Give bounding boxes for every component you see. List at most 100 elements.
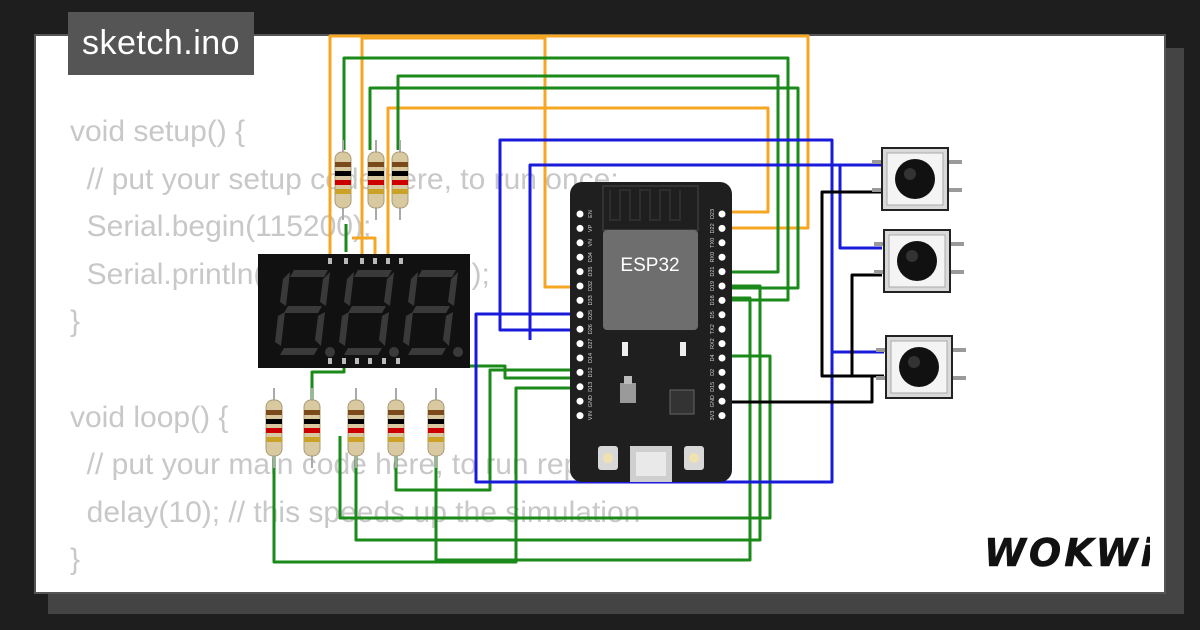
resistor[interactable] [427,388,445,468]
left-pin[interactable] [576,282,584,290]
left-pin[interactable] [576,397,584,405]
wire[interactable] [528,163,882,340]
left-pin-label: D33 [588,295,594,305]
left-pin[interactable] [576,340,584,348]
right-pin[interactable] [718,397,726,405]
left-pin-label: D34 [588,252,594,262]
left-pin[interactable] [576,253,584,261]
segment [280,272,290,306]
esp32-board[interactable]: ESP32 ENVPVND34D35D32D33D25D26D27D14D12D… [570,182,732,482]
push-button[interactable] [876,335,966,399]
left-pin[interactable] [576,383,584,391]
left-pin[interactable] [576,412,584,420]
right-pin[interactable] [718,268,726,276]
left-pin-label: D14 [588,353,594,363]
resistor[interactable] [303,388,321,468]
right-pin[interactable] [718,296,726,304]
right-pin[interactable] [718,340,726,348]
left-pin[interactable] [576,239,584,247]
wire[interactable] [352,236,377,258]
wire[interactable] [474,138,834,484]
resistor[interactable] [387,388,405,468]
left-pin[interactable] [576,296,584,304]
wire[interactable] [830,350,884,482]
segment [408,272,418,306]
segment [290,270,328,277]
resistor[interactable] [367,140,385,220]
resistor-band [335,189,351,194]
right-pin[interactable] [718,253,726,261]
right-pin-label: TX2 [710,324,716,334]
resistor-band [392,171,408,176]
wire[interactable] [396,74,780,274]
right-pin[interactable] [718,368,726,376]
right-pin-label: D22 [710,223,716,233]
wire[interactable] [394,368,581,492]
left-pin[interactable] [576,325,584,333]
resistor[interactable] [265,388,283,468]
resistor-band [348,437,364,442]
resistor-band [266,410,282,415]
left-pin[interactable] [576,268,584,276]
left-pin[interactable] [576,311,584,319]
push-button[interactable] [874,229,964,293]
resistor[interactable] [391,140,409,220]
right-pin-label: D18 [710,295,716,305]
segment [344,348,382,355]
right-pin-label: RX2 [710,338,716,349]
push-button[interactable] [872,147,962,211]
right-pin-label: D21 [710,267,716,277]
button-cap [895,159,935,199]
right-pin-label: 3V3 [710,411,716,421]
file-tab[interactable]: sketch.ino [68,12,255,75]
seven-segment-display[interactable] [258,254,470,368]
wire[interactable] [328,34,810,258]
resistor-band [388,419,404,424]
esp32-label: ESP32 [620,255,679,276]
wire[interactable] [838,165,882,250]
right-pin[interactable] [718,239,726,247]
right-pin[interactable] [718,224,726,232]
right-pin[interactable] [718,282,726,290]
right-pin-label: D23 [710,209,716,219]
segment [284,306,322,313]
resistor[interactable] [347,388,365,468]
smd-led-1 [622,342,628,356]
left-pin-label: D12 [588,367,594,377]
segment [384,272,394,306]
display-pin [396,358,400,364]
resistor[interactable] [334,140,352,220]
wire[interactable] [354,284,762,542]
wire[interactable] [342,56,790,302]
left-pin[interactable] [576,210,584,218]
right-pin[interactable] [718,354,726,362]
left-pin-label: EN [588,210,594,218]
left-pin[interactable] [576,224,584,232]
wire[interactable] [850,273,882,376]
button-lead [874,270,888,274]
left-pin[interactable] [576,354,584,362]
right-pin[interactable] [718,383,726,391]
segment-digit [275,270,335,357]
wokwi-logo[interactable]: WOKWi [980,528,1150,578]
segment [418,270,456,277]
wire[interactable] [368,86,800,290]
right-pin[interactable] [718,412,726,420]
button-cap-highlight [906,250,918,262]
wire[interactable] [272,386,581,564]
resistor-band [388,428,404,433]
resistor-band [368,162,384,167]
right-pin-label: D4 [710,354,716,361]
wire[interactable] [338,354,772,520]
segment [412,306,450,313]
left-pin[interactable] [576,368,584,376]
right-pin[interactable] [718,325,726,333]
right-pin[interactable] [718,311,726,319]
wire[interactable] [360,36,581,289]
voltage-regulator [620,383,636,403]
code-line: // put your setup code here, to run once… [86,162,619,196]
right-pin[interactable] [718,210,726,218]
wire[interactable] [724,190,882,404]
wire[interactable] [386,106,770,258]
